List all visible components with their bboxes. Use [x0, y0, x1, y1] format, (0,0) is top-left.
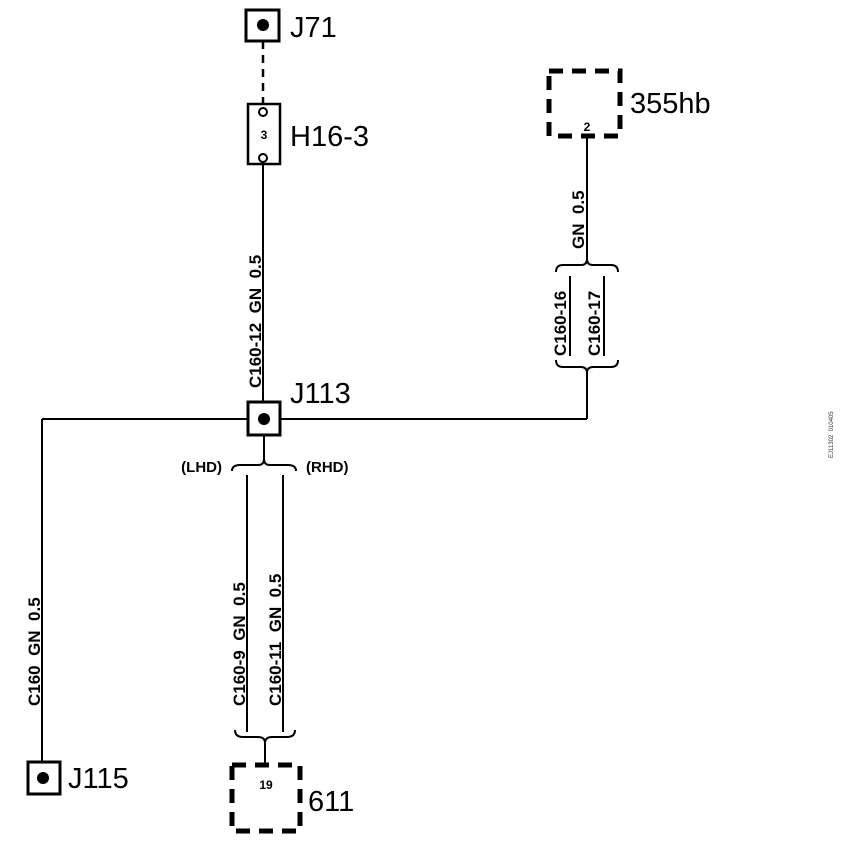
variant-rhd-label: (RHD)	[306, 459, 349, 476]
connector-611[interactable]	[229, 762, 303, 834]
connector-611-label: 611	[308, 786, 354, 818]
connector-j115-label: J115	[68, 763, 129, 795]
wire-355hb-circuit-a-label: C160-16	[551, 291, 570, 356]
wire-355hb-gauge-label: GN 0.5	[569, 190, 588, 249]
brace-355hb-upper	[555, 258, 619, 273]
wire-h16-j113-label: C160-12 GN 0.5	[246, 255, 265, 388]
variant-lhd-label: (LHD)	[181, 459, 222, 476]
brace-355hb-lower	[555, 359, 619, 374]
connector-355hb-pin: 2	[584, 120, 591, 134]
wire-355hb-circuit-b-label: C160-17	[585, 291, 604, 356]
connector-j113-label: J113	[290, 378, 351, 410]
connector-h16-label: H16-3	[290, 121, 369, 153]
connector-j113[interactable]	[246, 400, 282, 437]
connector-j115[interactable]	[26, 760, 62, 796]
wire-lhd-label: C160-9 GN 0.5	[230, 582, 249, 706]
connector-j71-label: J71	[290, 12, 337, 44]
connector-h16-pin: 3	[261, 128, 268, 142]
wire-rhd-label: C160-11 GN 0.5	[266, 574, 285, 706]
connector-611-pin: 19	[259, 778, 273, 792]
connector-355hb[interactable]	[546, 68, 623, 139]
connector-355hb-label: 355hb	[630, 88, 711, 120]
brace-611-merge	[234, 729, 296, 744]
connector-h16[interactable]	[246, 102, 282, 166]
wire-to-j115-label: C160 GN 0.5	[25, 597, 44, 706]
connector-j71[interactable]	[244, 8, 281, 43]
brace-variant-split	[231, 458, 297, 472]
figure-code: EJ11302 010405	[829, 411, 835, 458]
